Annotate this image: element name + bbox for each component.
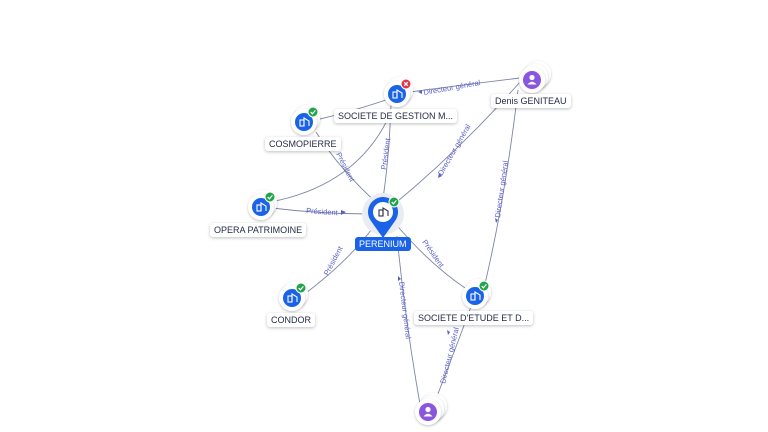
edge-opera-cosmopierre[interactable] bbox=[269, 109, 393, 203]
edge-label-perenium-societe-etude: Président bbox=[420, 238, 446, 270]
status-ok-icon bbox=[388, 196, 400, 208]
status-ok-icon bbox=[478, 280, 490, 292]
edge-labels: Président Président Président Président … bbox=[306, 78, 510, 384]
edge-label-bottom-perenium: Directeur général bbox=[397, 281, 413, 340]
node-societe-etude[interactable] bbox=[462, 279, 491, 309]
edge-perenium-societe-etude[interactable] bbox=[393, 221, 469, 291]
node-condor[interactable] bbox=[279, 281, 308, 311]
edge-opera-perenium[interactable] bbox=[271, 207, 371, 215]
status-ok-icon bbox=[264, 191, 276, 203]
edge-denis-societe-etude[interactable] bbox=[483, 89, 519, 289]
edge-label-denis-societe-gestion: Directeur général bbox=[423, 78, 482, 97]
edge-label-bottom-societe-etude: Directeur général bbox=[438, 326, 461, 384]
edge-label-denis-perenium: Directeur général bbox=[436, 122, 473, 177]
node-perenium[interactable] bbox=[362, 193, 404, 238]
edge-label-cosmopierre-perenium: Président bbox=[334, 151, 357, 184]
edge-bottom-perenium[interactable] bbox=[396, 235, 421, 405]
node-bottom-person[interactable] bbox=[415, 393, 447, 425]
status-ok-icon bbox=[307, 106, 319, 118]
node-opera[interactable] bbox=[248, 190, 277, 220]
edge-label-denis-societe-etude: Directeur général bbox=[493, 160, 510, 219]
node-denis[interactable] bbox=[519, 61, 551, 93]
edge-arrows bbox=[341, 90, 498, 335]
node-label-societe-gestion[interactable]: SOCIETE DE GESTION M... bbox=[334, 109, 458, 123]
node-label-societe-etude[interactable]: SOCIETE D'ETUDE ET D... bbox=[414, 311, 534, 325]
edge-label-opera-perenium: Président bbox=[306, 206, 339, 217]
status-closed-icon bbox=[400, 78, 412, 90]
node-label-cosmopierre[interactable]: COSMOPIERRE bbox=[265, 137, 341, 151]
edge-label-societe-gestion-perenium: Président bbox=[379, 137, 392, 171]
edge-condor-perenium[interactable] bbox=[301, 225, 375, 297]
status-ok-icon bbox=[295, 282, 307, 294]
node-label-condor[interactable]: CONDOR bbox=[267, 313, 315, 327]
node-label-denis[interactable]: Denis GENITEAU bbox=[491, 94, 571, 108]
edge-label-condor-perenium: Président bbox=[322, 244, 345, 277]
node-cosmopierre[interactable] bbox=[291, 105, 320, 135]
node-label-opera[interactable]: OPERA PATRIMOINE bbox=[210, 223, 307, 237]
node-societe-gestion[interactable] bbox=[384, 77, 413, 107]
node-label-perenium[interactable]: PERENIUM bbox=[355, 237, 411, 251]
